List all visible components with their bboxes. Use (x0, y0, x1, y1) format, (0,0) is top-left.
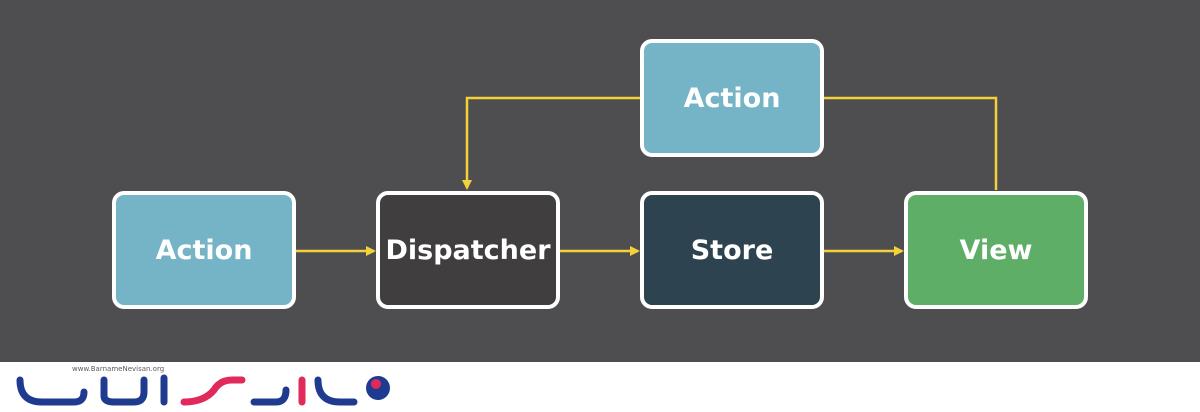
node-store: Store (640, 191, 824, 309)
footer-bar (0, 362, 1200, 412)
node-view-label: View (959, 234, 1033, 266)
node-dispatcher-label: Dispatcher (385, 234, 551, 266)
node-dispatcher: Dispatcher (376, 191, 560, 309)
node-store-label: Store (690, 234, 774, 266)
node-action-label: Action (155, 234, 253, 266)
edge-action-top-to-dispatcher (462, 96, 641, 190)
node-action-top-label: Action (683, 82, 781, 114)
flow-arrows (296, 96, 998, 256)
node-action-top: Action (640, 39, 824, 157)
node-view: View (904, 191, 1088, 309)
site-logo (16, 374, 390, 406)
logo-url-text: www.BarnameNevisan.org (72, 365, 165, 373)
node-action: Action (112, 191, 296, 309)
edge-view-to-action-top (824, 96, 998, 190)
